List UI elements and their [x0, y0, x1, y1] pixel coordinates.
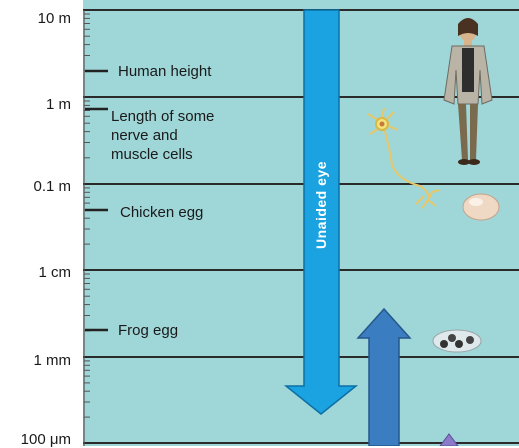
- scale-label-1mm: 1 mm: [34, 352, 72, 369]
- frog-egg-label: Frog egg: [118, 321, 178, 340]
- scale-label-1cm: 1 cm: [38, 264, 71, 281]
- scale-label-1m: 1 m: [46, 96, 71, 113]
- cells-label-line1: Length of some: [111, 107, 214, 126]
- chicken-egg-icon: [463, 194, 499, 220]
- scale-label-100um: 100 μm: [21, 431, 71, 448]
- chicken-egg-label: Chicken egg: [120, 203, 203, 222]
- unaided-eye-label: Unaided eye: [313, 161, 329, 249]
- frog-eggs-icon: [433, 330, 481, 352]
- scale-label-10m: 10 m: [38, 10, 71, 27]
- human-height-label: Human height: [118, 62, 211, 81]
- scale-label-01m: 0.1 m: [33, 178, 71, 195]
- cells-label-line3: muscle cells: [111, 145, 193, 164]
- cells-label-line2: nerve and: [111, 126, 178, 145]
